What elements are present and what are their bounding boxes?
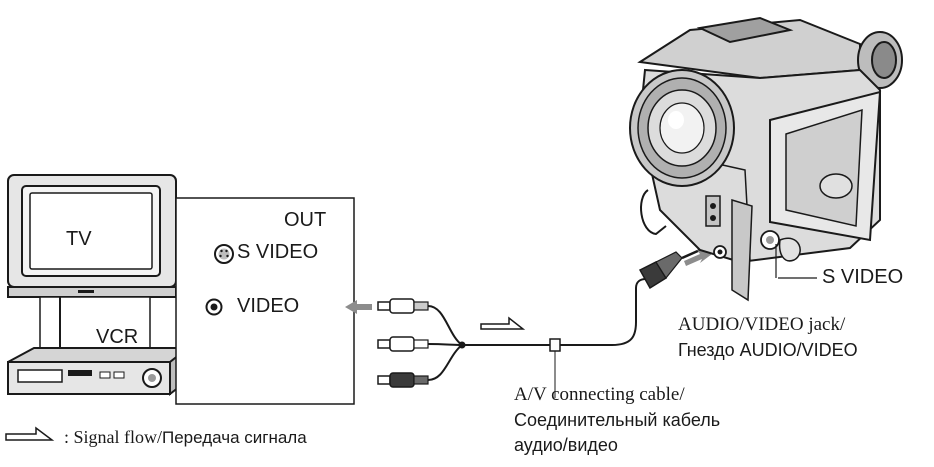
cable-label-ru-1: Соединительный кабель: [514, 410, 721, 430]
signal-flow-label-ru: Передача сигнала: [162, 428, 307, 447]
legend-hollow-arrow-icon: [5, 426, 55, 441]
rear-panel-box: [175, 197, 355, 405]
av-connecting-cable: [427, 278, 647, 381]
camera-input-arrow-icon: [684, 250, 712, 266]
red-audio-plug: [377, 372, 429, 388]
rca-port-icon: [205, 298, 223, 316]
signal-flow-legend: : Signal flow/Передача сигнала: [64, 427, 307, 448]
av-jack-label-en: AUDIO/VIDEO jack/: [678, 314, 846, 335]
vcr-illustration: [7, 345, 191, 397]
video-input-label: VIDEO: [237, 295, 300, 317]
tv-label: TV: [66, 228, 92, 250]
mini-av-plug: [638, 248, 701, 290]
out-label: OUT: [284, 209, 327, 231]
input-arrow-icon: [345, 300, 372, 314]
cable-label-en: A/V connecting cable/: [514, 384, 685, 405]
av-jack-label-ru: Гнездо AUDIO/VIDEO: [678, 340, 858, 360]
s-video-port-icon: [214, 244, 234, 264]
cable-label-ru-2: аудио/видео: [514, 435, 618, 455]
yellow-video-plug: [377, 298, 429, 314]
signal-flow-arrow-icon: [480, 316, 526, 330]
signal-flow-label-en: : Signal flow/: [64, 427, 162, 447]
camera-s-video-label: S VIDEO: [822, 266, 904, 288]
tv-illustration: [7, 174, 177, 350]
camcorder-illustration: [629, 16, 903, 302]
white-audio-plug: [377, 336, 429, 352]
vcr-label: VCR: [96, 326, 139, 348]
cable-junction: [458, 341, 466, 349]
ferrite-core: [549, 338, 561, 352]
s-video-input-label: S VIDEO: [237, 241, 319, 263]
